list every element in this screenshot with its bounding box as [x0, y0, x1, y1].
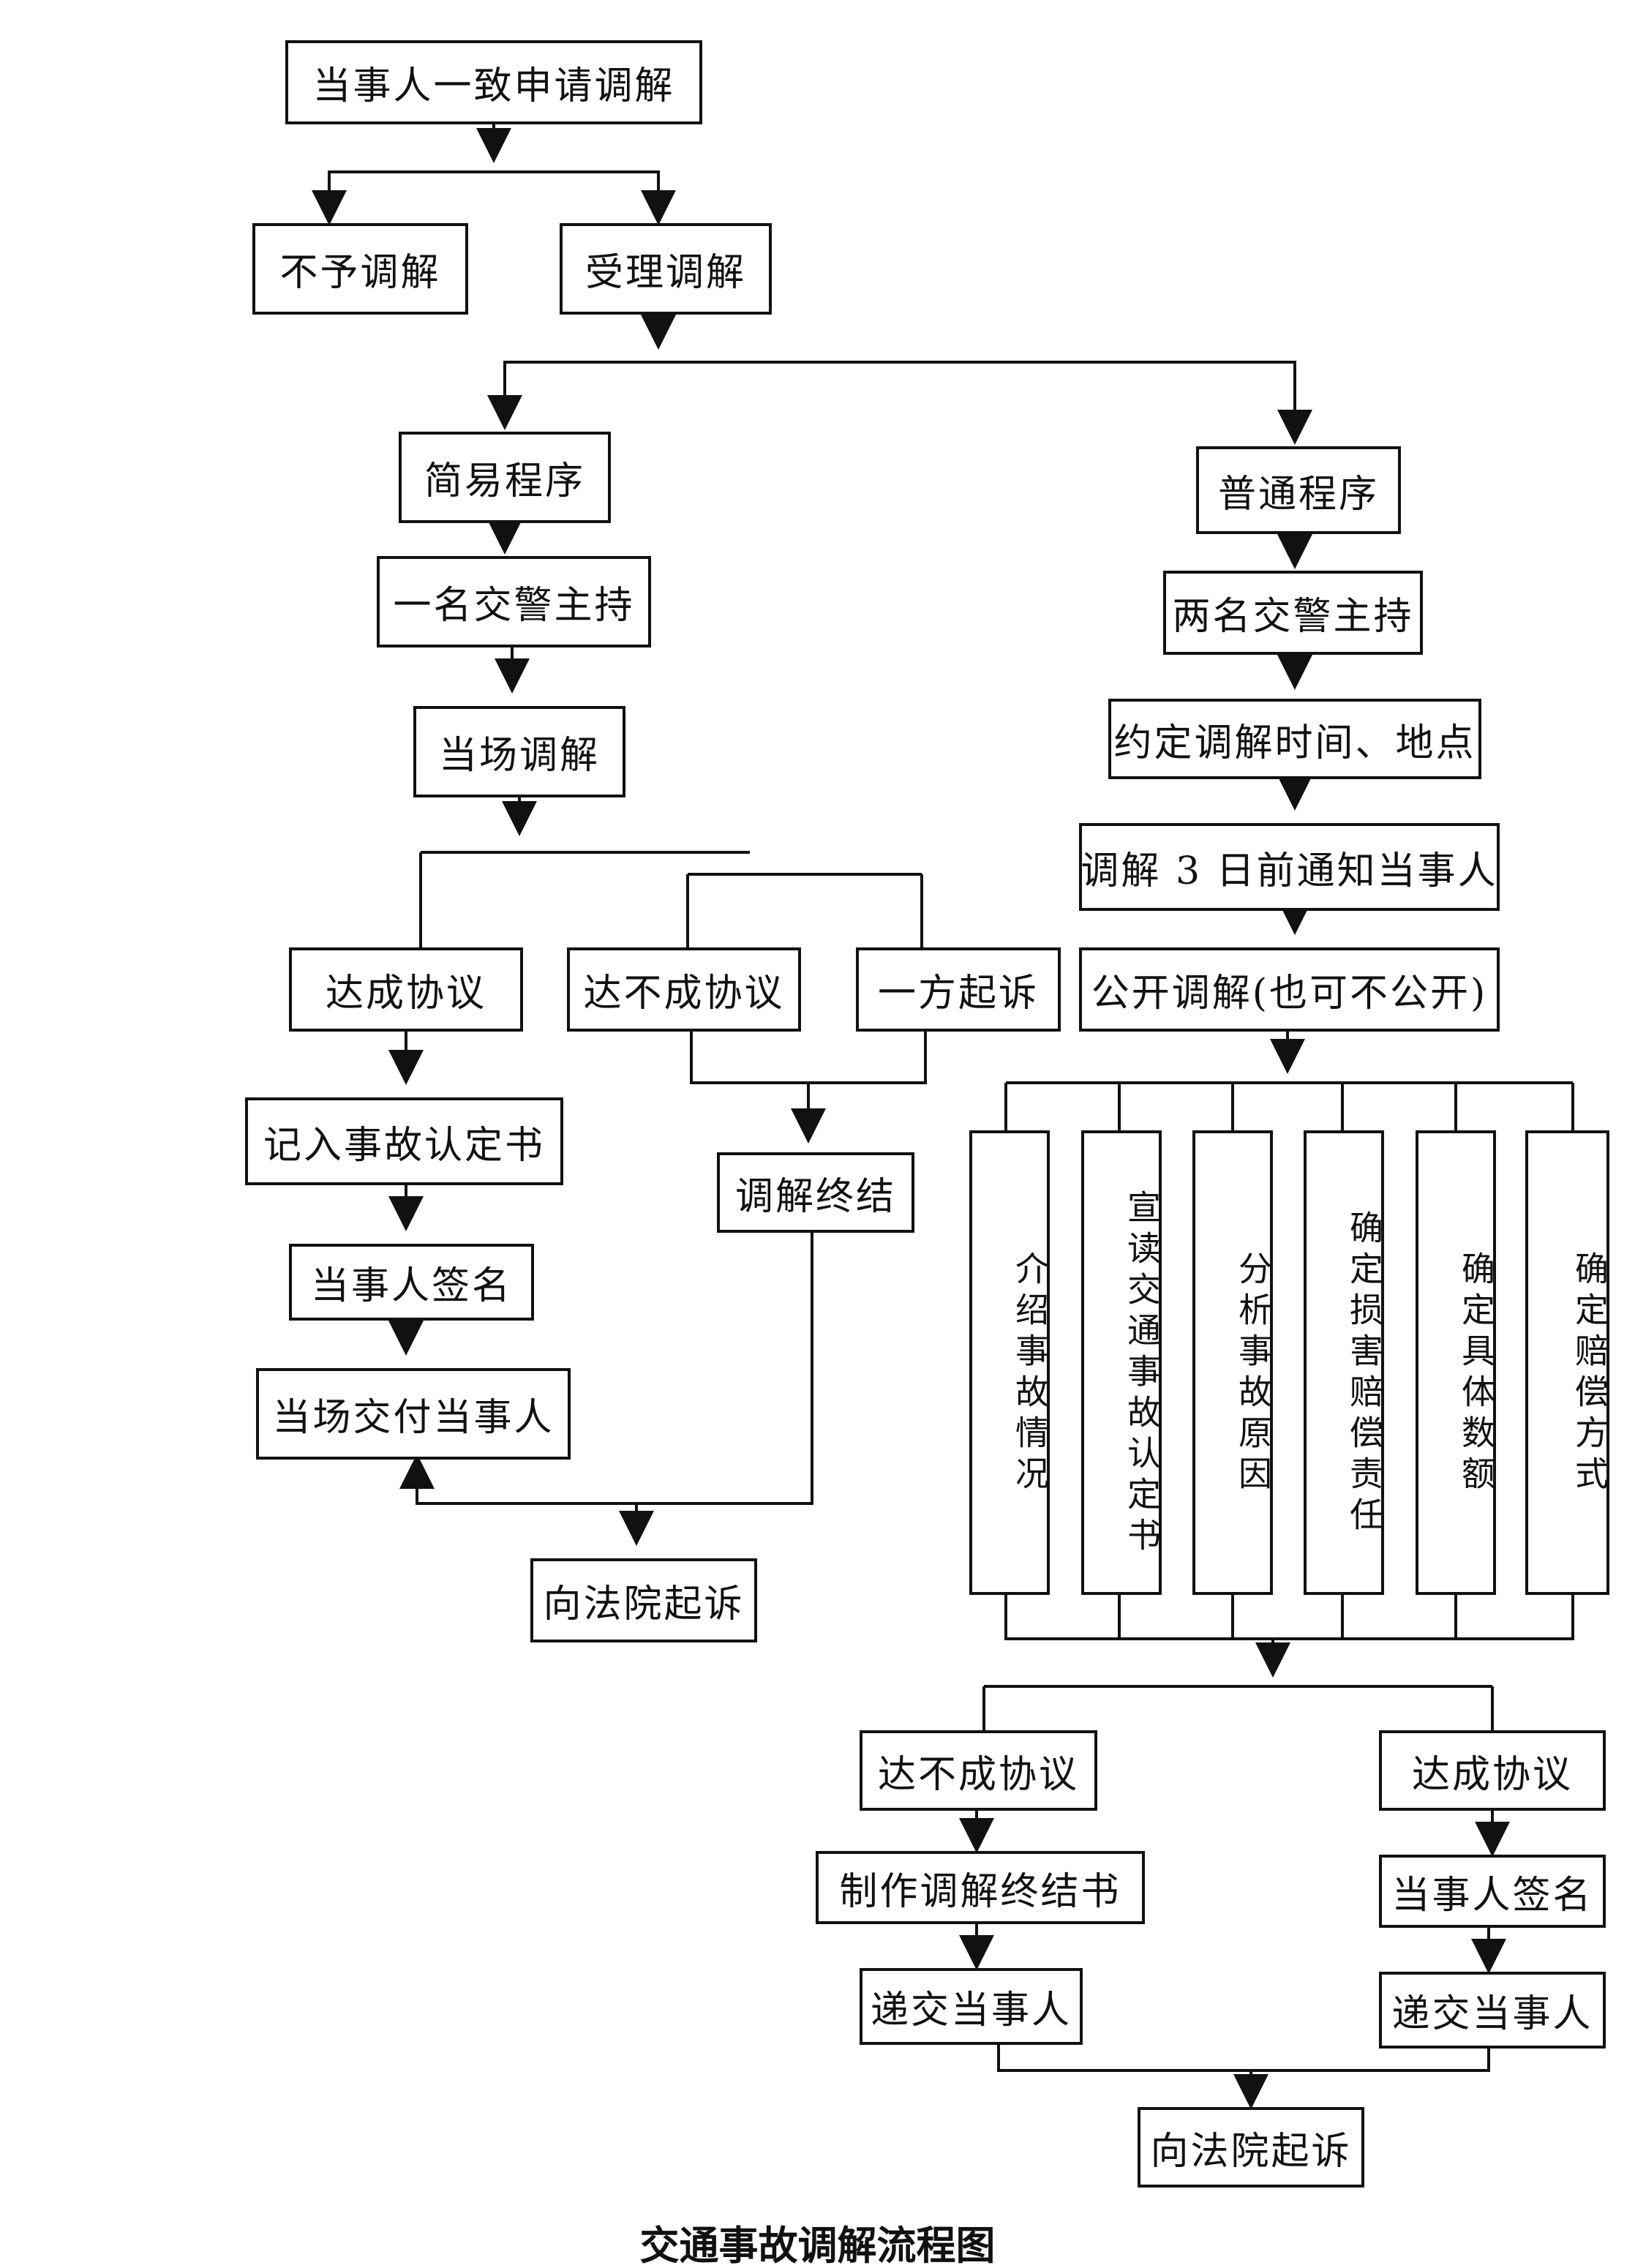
node-agree-left: 达成协议 — [289, 947, 523, 1032]
node-one-side-sue: 一方起诉 — [856, 947, 1061, 1032]
node-step-analyze: 分析事故原因 — [1192, 1130, 1273, 1595]
node-public: 公开调解(也可不公开) — [1079, 947, 1500, 1032]
node-normal: 普通程序 — [1196, 446, 1401, 534]
node-reject: 不予调解 — [252, 223, 468, 315]
node-mediation-end: 调解终结 — [717, 1152, 914, 1233]
node-one-police: 一名交警主持 — [377, 556, 651, 647]
node-simple: 简易程序 — [399, 432, 611, 523]
diagram-title: 交通事故调解流程图 — [639, 2223, 996, 2268]
node-accept: 受理调解 — [560, 223, 772, 315]
node-record: 记入事故认定书 — [245, 1097, 563, 1185]
node-disagree-left: 达不成协议 — [567, 947, 801, 1032]
node-deliver-onsite: 当场交付当事人 — [256, 1368, 571, 1460]
node-make-end-doc: 制作调解终结书 — [816, 1851, 1145, 1924]
node-agree-right: 达成协议 — [1379, 1730, 1606, 1811]
node-step-intro: 介绍事故情况 — [969, 1130, 1050, 1595]
node-step-liability: 确定损害赔偿责任 — [1304, 1130, 1384, 1595]
node-step-method: 确定赔偿方式 — [1525, 1130, 1609, 1595]
node-court-right: 向法院起诉 — [1138, 2107, 1364, 2188]
node-step-amount: 确定具体数额 — [1416, 1130, 1496, 1595]
node-appoint: 约定调解时间、地点 — [1108, 699, 1481, 779]
node-disagree-right: 达不成协议 — [860, 1730, 1097, 1811]
node-deliver-right-b: 递交当事人 — [1379, 1972, 1606, 2049]
node-notify: 调解 3 日前通知当事人 — [1079, 823, 1500, 911]
node-two-police: 两名交警主持 — [1163, 571, 1423, 655]
node-sign-right: 当事人签名 — [1379, 1855, 1606, 1928]
node-onsite-mediation: 当场调解 — [413, 706, 625, 797]
node-court-left: 向法院起诉 — [530, 1558, 757, 1642]
node-apply: 当事人一致申请调解 — [285, 40, 702, 124]
node-step-read: 宣读交通事故认定书 — [1081, 1130, 1162, 1595]
node-sign-left: 当事人签名 — [289, 1244, 534, 1321]
node-deliver-right-a: 递交当事人 — [860, 1968, 1083, 2045]
